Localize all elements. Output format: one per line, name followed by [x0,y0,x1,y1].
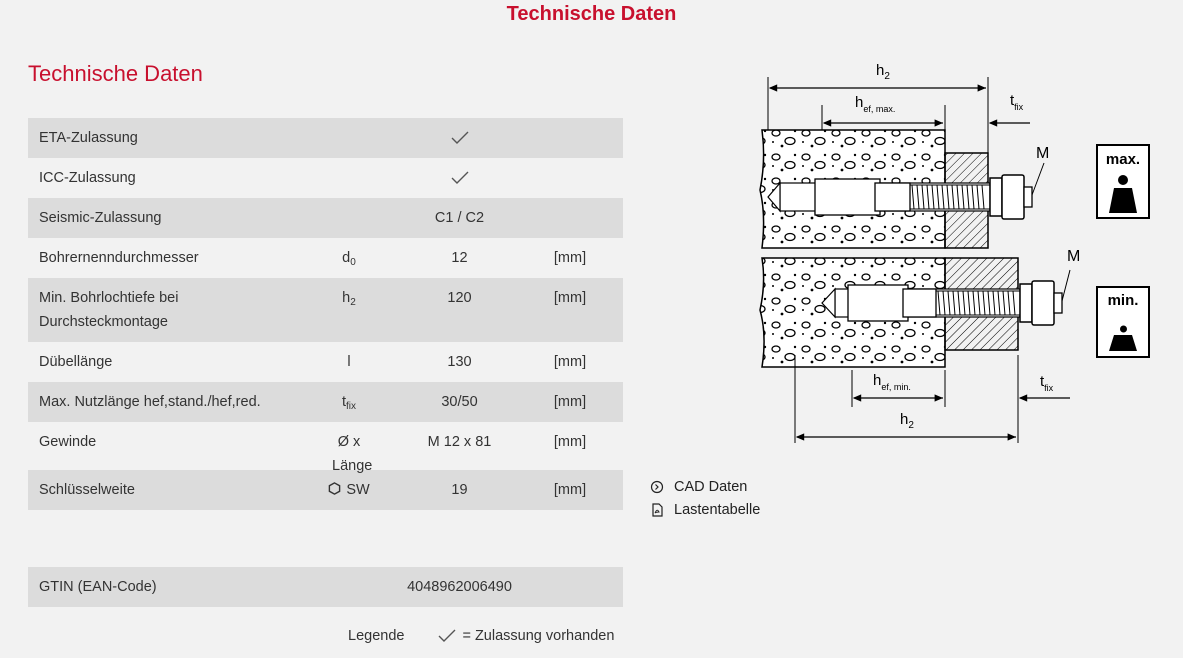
row-symbol: h2 [342,290,356,308]
row-unit: [mm] [553,290,587,306]
circle-arrow-icon [650,480,664,493]
row-label: Schlüsselweite [39,482,135,498]
h2-bottom-label: h2 [900,411,914,431]
row-symbol: tfix [341,394,357,412]
row-value [296,118,623,158]
pdf-icon [652,502,663,517]
row-value: 19 [451,482,468,498]
gtin-value: 4048962006490 [407,579,512,595]
row-unit: [mm] [553,394,587,410]
row-value [296,158,623,198]
row-symbol: Ø x Länge [332,434,373,474]
row-label: Min. Bohrlochtiefe bei Durchsteckmontage [39,290,179,330]
cad-daten-link[interactable]: CAD Daten [650,475,760,498]
row-label: Seismic-Zulassung [39,210,162,226]
section-title: Technische Daten [28,61,203,86]
anchor-diagram: h2 hef, max. tfix M max. M min. he [759,62,1150,443]
weight-icon [1109,325,1137,351]
row-value: 12 [451,250,468,266]
row-symbol: SW [296,470,402,510]
download-links: CAD Daten Lastentabelle [650,475,760,521]
row-unit: [mm] [553,434,587,450]
tfix-bottom-label: tfix [1040,373,1054,393]
spec-table: ETA-Zulassung ICC-Zulassung Seismic-Zula… [28,118,623,510]
table-row: Gewinde Ø x Länge M 12 x 81 [mm] [28,422,623,474]
row-value: 130 [447,354,472,370]
legend: Legende = Zulassung vorhanden [348,628,614,644]
row-label: Dübellänge [39,354,113,370]
gtin-row: GTIN (EAN-Code) 4048962006490 [28,567,623,607]
min-label: min. [1108,292,1139,309]
check-icon [451,171,468,185]
row-unit: [mm] [553,354,587,370]
page-title: Technische Daten [506,3,677,25]
table-row: ICC-Zulassung [28,158,623,198]
table-row: Seismic-Zulassung C1 / C2 [28,198,623,238]
row-label: Bohrernenndurchmesser [39,250,199,266]
table-row: Min. Bohrlochtiefe bei Durchsteckmontage… [28,278,623,342]
row-label: Gewinde [39,434,97,450]
legend-text: = Zulassung vorhanden [462,628,615,644]
row-value: 120 [447,290,472,306]
m-bottom-label: M [1067,248,1080,265]
hef-min-label: hef, min. [873,372,911,392]
lastentabelle-link[interactable]: Lastentabelle [650,498,760,521]
row-unit: [mm] [553,250,587,266]
hef-max-label: hef, max. [855,94,895,114]
legend-label: Legende [348,628,405,644]
table-row: Max. Nutzlänge hef,stand./hef,red. tfix … [28,382,623,422]
check-icon [438,629,456,642]
row-value: 30/50 [441,394,478,410]
m-top-label: M [1036,145,1049,162]
weight-icon [1109,175,1137,213]
hexagon-icon [329,482,341,495]
gtin-label: GTIN (EAN-Code) [39,579,157,595]
row-label: Max. Nutzlänge hef,stand./hef,red. [39,394,261,410]
table-row: Schlüsselweite SW 19 [mm] [28,470,623,510]
row-symbol: d0 [342,250,356,268]
row-value: M 12 x 81 [427,434,492,450]
h2-top-label: h2 [876,62,890,82]
max-label: max. [1106,151,1140,168]
table-row: ETA-Zulassung [28,118,623,158]
row-label: ETA-Zulassung [39,130,138,146]
table-row: Bohrernenndurchmesser d0 12 [mm] [28,238,623,278]
row-label: ICC-Zulassung [39,170,136,186]
row-value: C1 / C2 [434,210,485,226]
link-label: Lastentabelle [674,501,761,518]
link-label: CAD Daten [674,478,748,495]
table-row: Dübellänge l 130 [mm] [28,342,623,382]
check-icon [451,131,468,145]
tfix-top-label: tfix [1010,92,1024,112]
row-symbol: l [347,354,351,370]
row-unit: [mm] [553,482,587,498]
